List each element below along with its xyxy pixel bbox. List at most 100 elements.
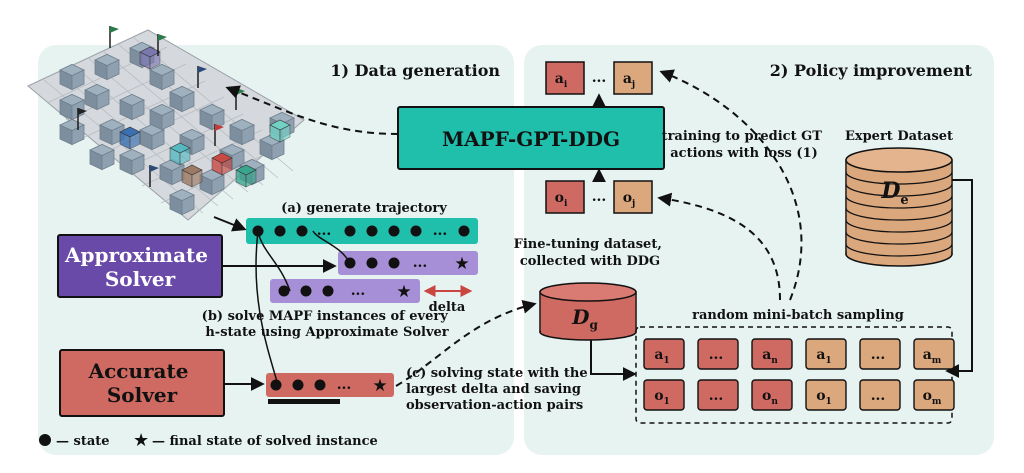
wall-block: [229, 118, 255, 146]
agent-block: [235, 164, 257, 188]
sample-observation-cell: ...: [859, 379, 901, 411]
obs-box-oj: [613, 180, 653, 214]
state-dot: [366, 225, 378, 237]
state-dot: [458, 225, 470, 237]
obs-dots: ...: [592, 189, 607, 205]
sample-action-cell: an: [751, 338, 793, 370]
state-dot: [322, 285, 334, 297]
ellipsis: ...: [351, 283, 366, 299]
sample-observation-cell: ...: [697, 379, 739, 411]
goal-flag-icon: [77, 108, 87, 130]
state-dot: [314, 379, 326, 391]
legend-star-icon: ★: [133, 430, 149, 451]
sample-action-cell: ...: [697, 338, 739, 370]
expert-dataset-title: Expert Dataset: [845, 129, 953, 144]
state-dot: [292, 379, 304, 391]
wall-block: [149, 103, 175, 131]
goal-flag-icon: [109, 26, 119, 48]
training-label: training to predict GT actions with loss…: [662, 129, 827, 161]
svg-text:...: ...: [709, 347, 724, 363]
mapf-gpt-ddg-box: [397, 106, 665, 170]
map-to-trajectory-arrow: [213, 216, 247, 232]
svg-text:...: ...: [709, 388, 724, 404]
final-state-star-icon: ★: [396, 282, 411, 302]
sampling-box: [635, 326, 953, 424]
wall-block: [94, 53, 120, 81]
action-dots: ...: [592, 70, 607, 86]
sample-observation-cell: o1: [643, 379, 685, 411]
sampling-label: random mini-batch sampling: [692, 308, 904, 323]
observation-inputs: oi ... oj: [545, 168, 653, 214]
legend-final-label: — final state of solved instance: [152, 434, 378, 449]
obs-oj-label: oj: [623, 190, 636, 209]
trajectory-bar-main: [246, 218, 478, 244]
wall-block: [84, 83, 110, 111]
wall-block: [119, 93, 145, 121]
svg-text:am: am: [923, 347, 942, 366]
trajectory-bar-accurate: [266, 373, 394, 397]
sample-action-cell: a1: [805, 338, 847, 370]
state-dot: [270, 379, 282, 391]
action-ai-label: ai: [555, 71, 568, 90]
action-box-aj: [613, 61, 653, 95]
agent-block: [139, 46, 161, 70]
finetune-symbol: Dg: [571, 305, 598, 332]
ellipsis: ...: [317, 223, 332, 239]
legend-state-label: — state: [56, 434, 110, 449]
sampling-to-actions-arrow: [659, 69, 803, 301]
obs-box-oi: [545, 180, 585, 214]
accurate-solver-label: Accurate Solver: [88, 359, 196, 407]
legend-state-dot: [39, 434, 51, 446]
state-dot: [344, 225, 356, 237]
solve-instances-label: (b) solve MAPF instances of every h-stat…: [202, 309, 453, 340]
state-dot: [388, 257, 400, 269]
action-aj-label: aj: [623, 71, 635, 90]
wall-block: [59, 63, 85, 91]
sample-observation-cell: o1: [805, 379, 847, 411]
svg-text:o1: o1: [816, 388, 832, 407]
sample-observation-cell: on: [751, 379, 793, 411]
expert-dataset-cylinder: [845, 147, 953, 267]
trajectory-bar-solved-2: [270, 279, 420, 303]
accurate-underline: [268, 399, 340, 404]
agent-block: [181, 164, 203, 188]
final-state-star-icon: ★: [454, 254, 469, 274]
agent-block: [119, 126, 141, 150]
state-branch-3: [255, 230, 279, 386]
ellipsis: ...: [337, 377, 352, 393]
grid-map-illustration: [27, 26, 305, 221]
action-box-ai: [545, 61, 585, 95]
agent-block: [269, 119, 291, 143]
state-dot: [278, 285, 290, 297]
mapf-gpt-ddg-label: MAPF-GPT-DDG: [442, 127, 620, 151]
wall-block: [149, 63, 175, 91]
expert-dataset-symbol: De: [880, 178, 908, 208]
solving-state-label: (c) solving state with the largest delta…: [406, 366, 592, 413]
generate-trajectory-label: (a) generate trajectory: [281, 201, 447, 216]
state-dot: [410, 225, 422, 237]
agent-block: [211, 152, 233, 176]
wall-block: [89, 143, 115, 171]
state-dot: [388, 225, 400, 237]
finetune-to-sampling-arrow: [590, 340, 637, 381]
sample-action-cell: a1: [643, 338, 685, 370]
wall-block: [59, 93, 85, 121]
state-branch-2: [312, 230, 351, 264]
goal-flag-icon: [157, 34, 167, 56]
delta-label: delta: [429, 300, 466, 315]
wall-block: [199, 168, 225, 196]
sampling-to-obs-arrow: [657, 192, 781, 301]
wall-block: [169, 188, 195, 216]
wall-block: [59, 118, 85, 146]
trajectory-bar-solved-1: [338, 251, 478, 275]
ellipsis: ...: [413, 255, 428, 271]
panel-title-policy-improvement: 2) Policy improvement: [770, 61, 973, 80]
wall-block: [119, 148, 145, 176]
svg-text:...: ...: [871, 347, 886, 363]
svg-text:o1: o1: [654, 388, 670, 407]
goal-flag-icon: [197, 66, 207, 88]
final-state-star-icon: ★: [372, 376, 387, 396]
state-dot: [300, 285, 312, 297]
finetune-title: Fine-tuning dataset, collected with DDG: [514, 237, 667, 269]
